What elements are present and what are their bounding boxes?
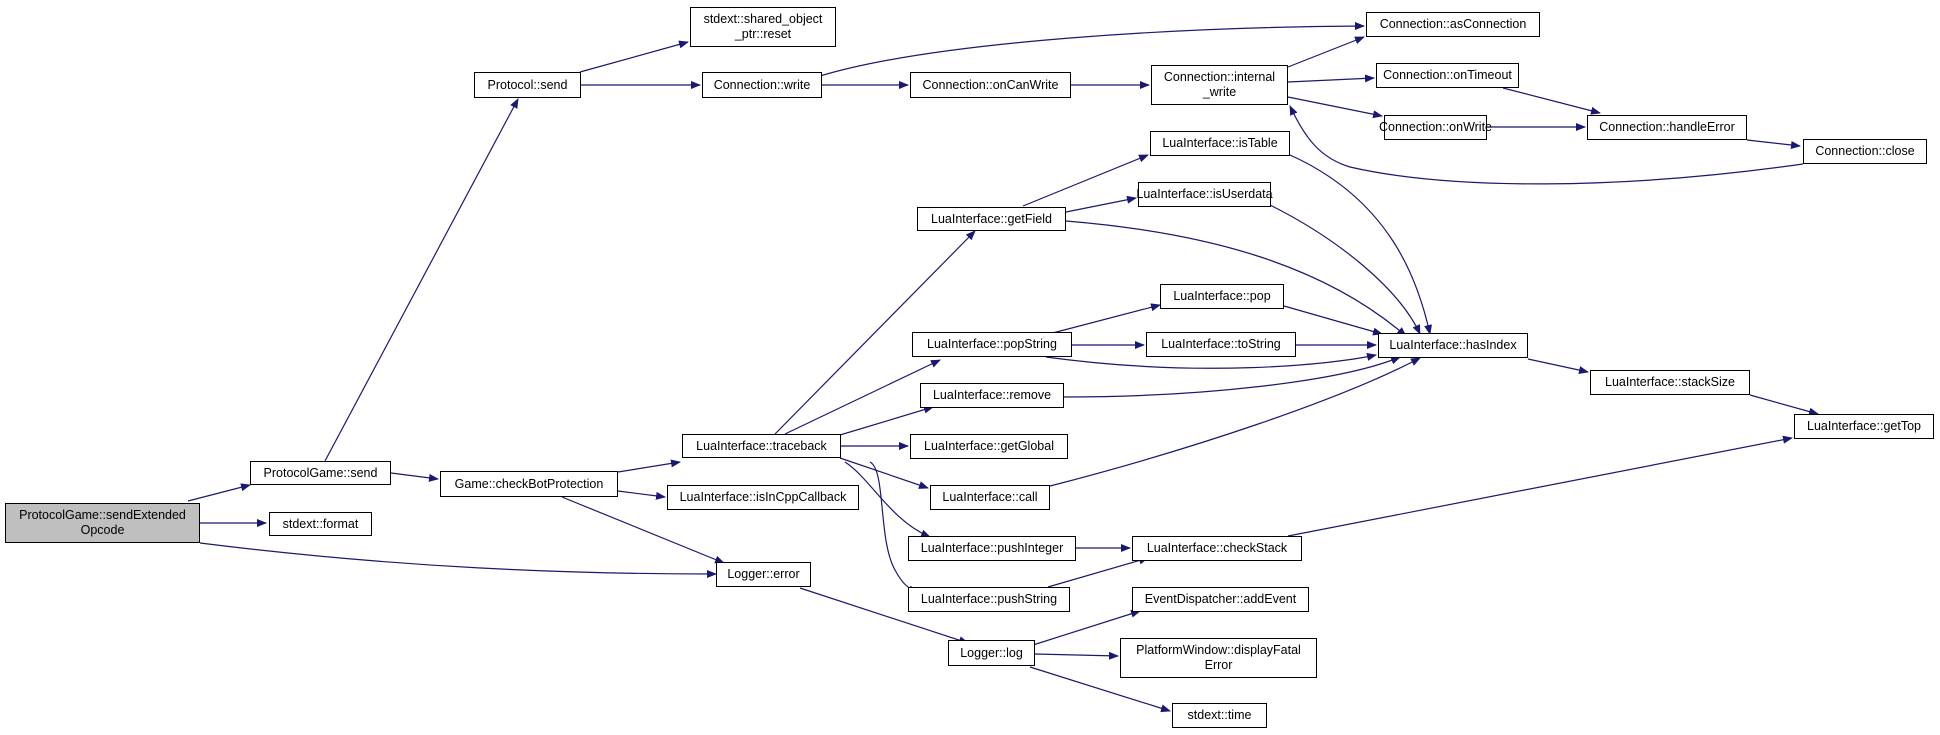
edge-getfield-hasindex <box>1065 220 1407 337</box>
edge-ontimeout-handleerror <box>1502 87 1601 115</box>
node-luainterface-call[interactable]: LuaInterface::call <box>930 485 1050 510</box>
node-protocolgame-send[interactable]: ProtocolGame::send <box>250 461 391 485</box>
edge-internalwrite-asconnection <box>1287 36 1365 68</box>
edge-protocolgamesend-protocolsend <box>324 98 519 462</box>
node-connection-close[interactable]: Connection::close <box>1803 139 1927 164</box>
edge-getfield-isuserdata <box>1065 195 1137 213</box>
edge-connectionwrite-asconnection <box>819 22 1365 77</box>
node-protocol-send[interactable]: Protocol::send <box>474 72 581 98</box>
node-luainterface-remove[interactable]: LuaInterface::remove <box>920 383 1064 408</box>
edge-loggerlog-adddispatcher <box>1032 609 1141 646</box>
edge-traceback-remove <box>839 405 934 436</box>
node-logger-log[interactable]: Logger::log <box>948 640 1035 666</box>
edge-traceback-getfield <box>774 230 976 435</box>
edge-traceback-pushinteger <box>844 461 931 538</box>
edge-traceback-pushstring <box>869 461 919 594</box>
edge-sendextendedopcode-protocolgamesend <box>187 483 251 502</box>
node-luainterface-traceback[interactable]: LuaInterface::traceback <box>682 434 841 458</box>
node-luainterface-getglobal[interactable]: LuaInterface::getGlobal <box>910 434 1068 459</box>
node-eventdispatcher-addevent[interactable]: EventDispatcher::addEvent <box>1132 587 1309 612</box>
edge-checkstack-gettop <box>1287 435 1793 537</box>
node-connection-write[interactable]: Connection::write <box>702 72 822 98</box>
edge-close-internalwrite <box>1289 105 1804 185</box>
node-connection-ontimeout[interactable]: Connection::onTimeout <box>1376 63 1519 88</box>
edge-hasindex-stacksize <box>1527 358 1589 375</box>
edge-checkbotprotection-loggererror <box>561 496 725 564</box>
edge-istable-hasindex <box>1289 154 1432 335</box>
node-luainterface-isincppcallback[interactable]: LuaInterface::isInCppCallback <box>667 485 859 510</box>
node-luainterface-hasindex[interactable]: LuaInterface::hasIndex <box>1378 333 1528 358</box>
node-luainterface-getfield[interactable]: LuaInterface::getField <box>917 207 1066 231</box>
edge-loggererror-loggerlog <box>799 587 969 645</box>
edge-checkbotprotection-traceback <box>617 459 681 473</box>
node-platformwindow-displayfatalerror[interactable]: PlatformWindow::displayFatal Error <box>1120 638 1317 678</box>
edge-call-hasindex <box>1049 357 1421 487</box>
node-stdext-format[interactable]: stdext::format <box>269 512 372 536</box>
edge-getfield-istable <box>1022 154 1149 207</box>
node-logger-error[interactable]: Logger::error <box>716 562 811 587</box>
node-game-checkbotprotection[interactable]: Game::checkBotProtection <box>440 471 618 497</box>
node-luainterface-gettop[interactable]: LuaInterface::getTop <box>1794 414 1934 439</box>
node-connection-oncanwrite[interactable]: Connection::onCanWrite <box>910 72 1071 98</box>
node-connection-handleerror[interactable]: Connection::handleError <box>1587 115 1747 140</box>
node-protocolgame-sendextendedopcode: ProtocolGame::sendExtended Opcode <box>5 503 200 543</box>
node-luainterface-stacksize[interactable]: LuaInterface::stackSize <box>1590 370 1750 395</box>
edge-stacksize-gettop <box>1749 394 1819 416</box>
edge-handleerror-close <box>1746 139 1801 149</box>
node-luainterface-tostring[interactable]: LuaInterface::toString <box>1146 332 1296 357</box>
edge-protocolsend-sharedobjectptrreset <box>579 40 689 73</box>
node-luainterface-pop[interactable]: LuaInterface::pop <box>1160 284 1284 309</box>
edge-remove-hasindex <box>1063 356 1401 398</box>
edge-internalwrite-ontimeout <box>1287 74 1375 83</box>
edge-traceback-popstring <box>784 359 941 435</box>
node-luainterface-pushstring[interactable]: LuaInterface::pushString <box>908 587 1070 612</box>
edge-internalwrite-onwrite <box>1287 96 1383 119</box>
edge-pushstring-checkstack <box>1047 556 1149 588</box>
edge-traceback-call <box>839 457 929 489</box>
edge-popstring-pop <box>1044 303 1161 336</box>
node-connection-internal-write[interactable]: Connection::internal _write <box>1151 65 1288 105</box>
node-stdext-time[interactable]: stdext::time <box>1172 703 1267 728</box>
node-luainterface-pushinteger[interactable]: LuaInterface::pushInteger <box>908 536 1076 561</box>
node-luainterface-istable[interactable]: LuaInterface::isTable <box>1150 131 1290 156</box>
edge-loggerlog-stdexttime <box>1029 666 1171 713</box>
edge-sendextendedopcode-loggererror <box>199 542 717 578</box>
node-connection-onwrite[interactable]: Connection::onWrite <box>1379 115 1492 140</box>
edge-protocolgamesend-checkbotprotection <box>390 472 439 482</box>
node-stdext-shared-object-ptr-reset[interactable]: stdext::shared_object _ptr::reset <box>690 7 836 47</box>
edge-checkbotprotection-isincppcallback <box>617 490 666 500</box>
node-luainterface-checkstack[interactable]: LuaInterface::checkStack <box>1132 536 1302 561</box>
node-luainterface-popstring[interactable]: LuaInterface::popString <box>912 332 1072 357</box>
node-luainterface-isuserdata[interactable]: LuaInterface::isUserdata <box>1136 182 1273 207</box>
node-connection-asconnection[interactable]: Connection::asConnection <box>1366 12 1540 37</box>
edge-loggerlog-displayfatalerror <box>1034 651 1119 660</box>
edge-isuserdata-hasindex <box>1269 204 1421 335</box>
edge-popstring-hasindex <box>1045 353 1377 369</box>
edge-pop-hasindex <box>1283 305 1383 336</box>
